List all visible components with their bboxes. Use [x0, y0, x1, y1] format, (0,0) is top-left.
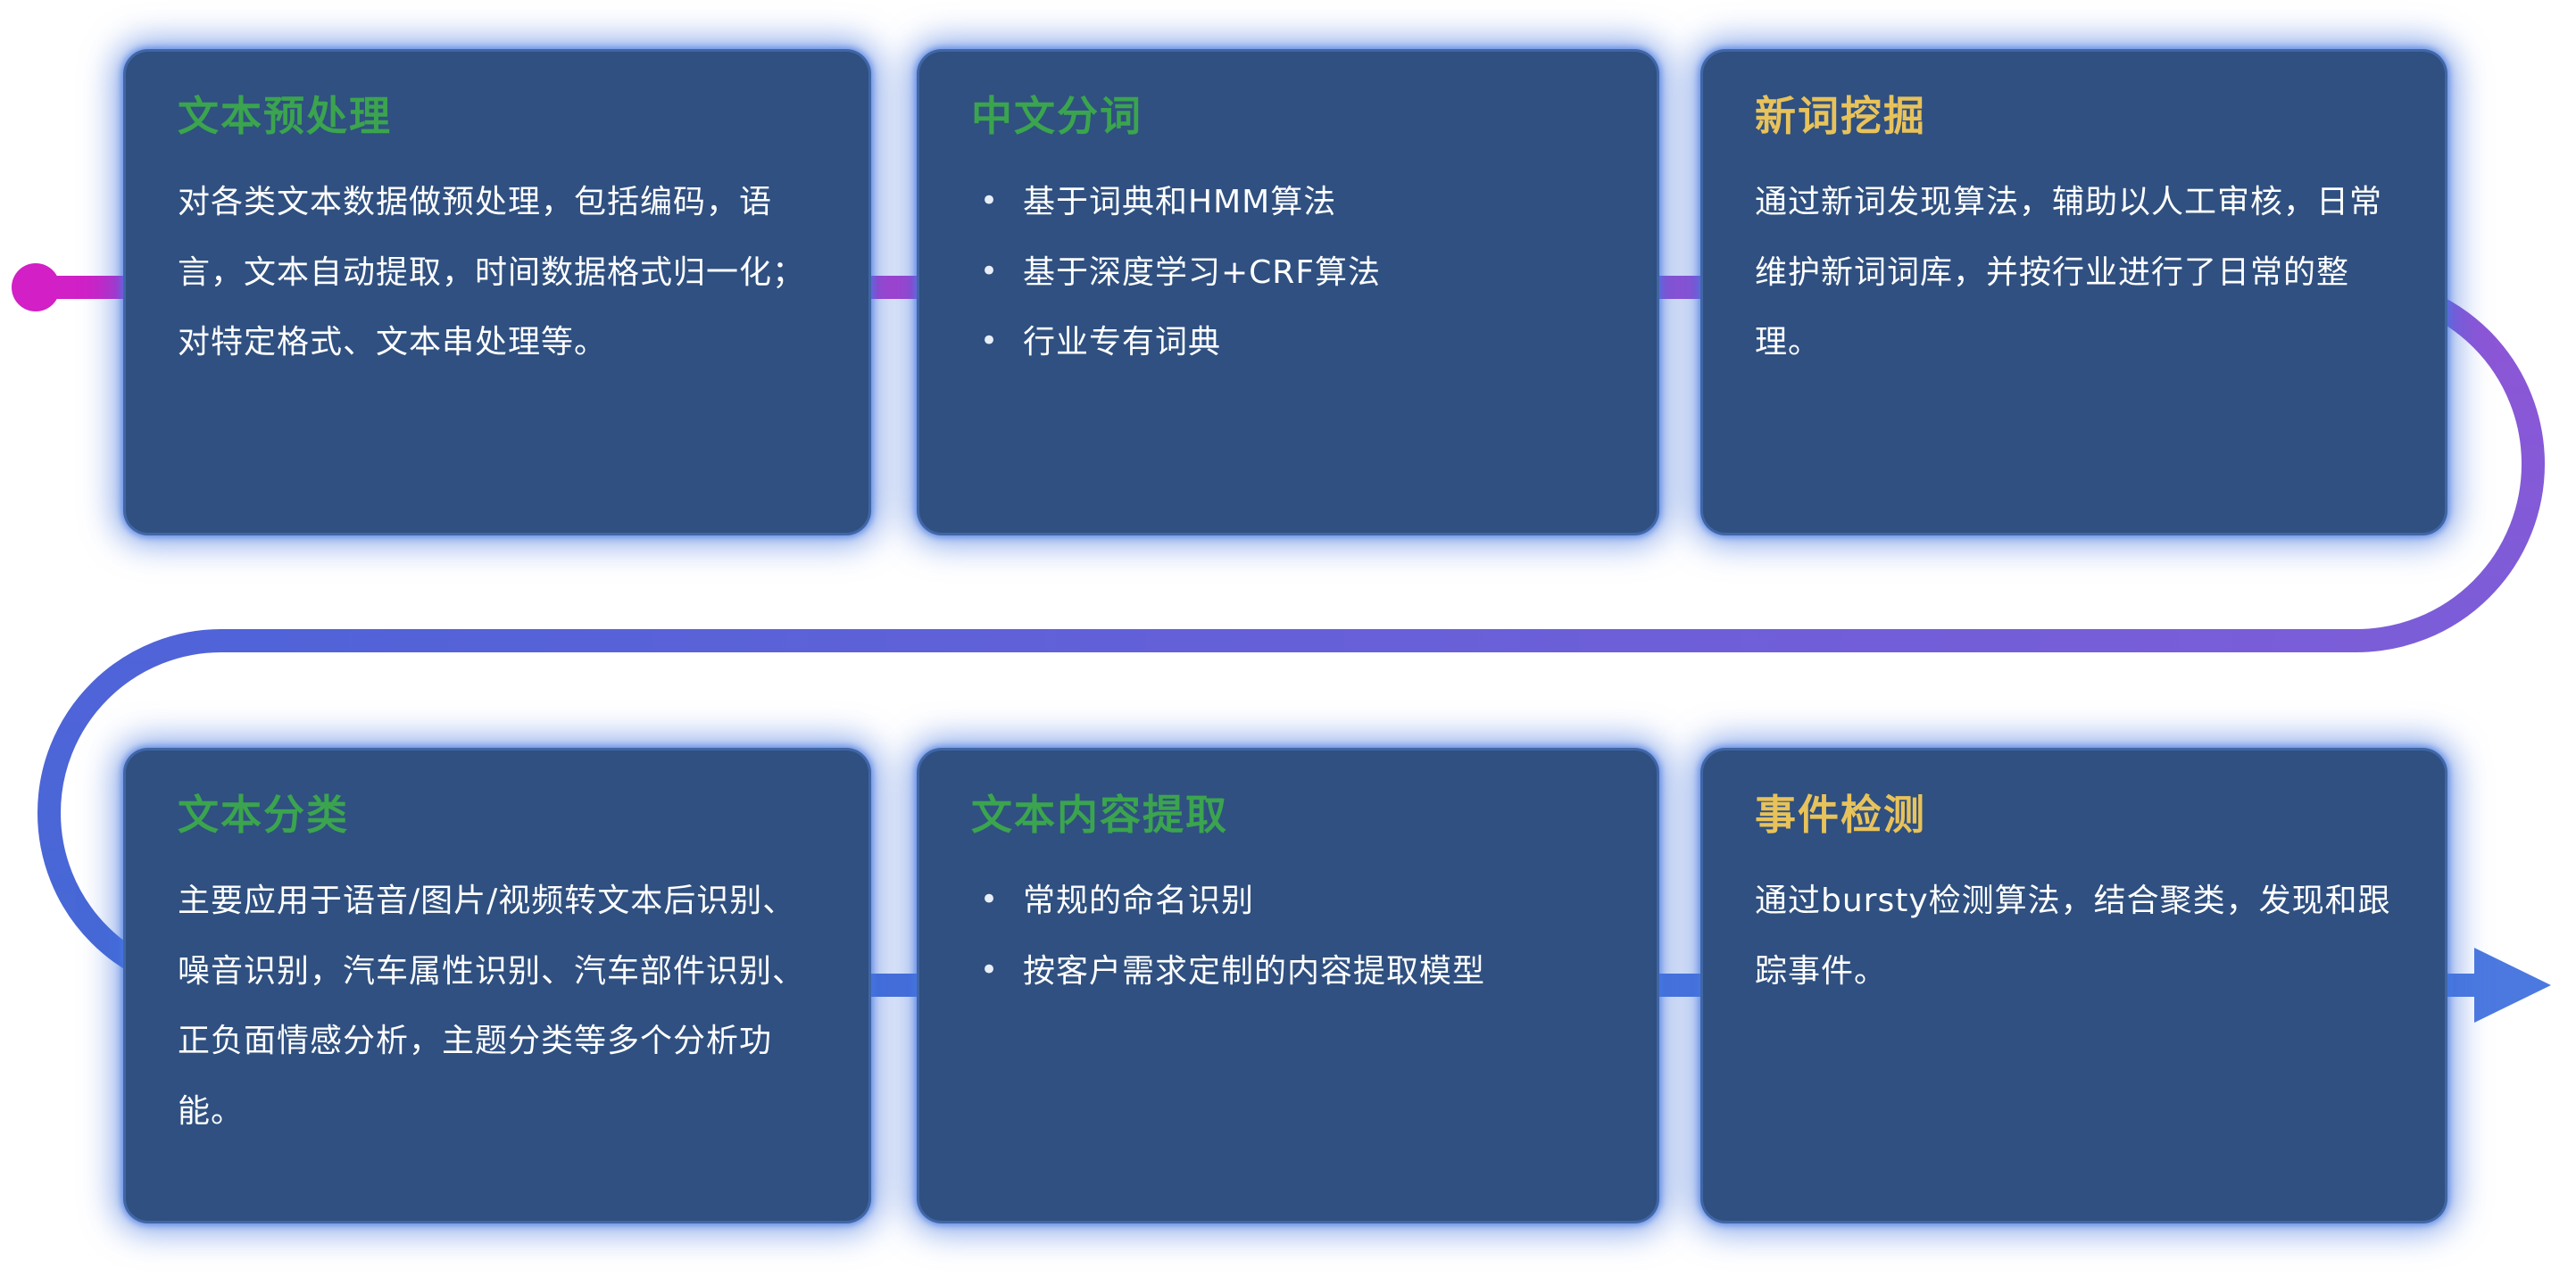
card-chinese-segmentation: 中文分词 基于词典和HMM算法 基于深度学习+CRF算法 行业专有词典	[917, 49, 1659, 535]
card-bullet-list: 基于词典和HMM算法 基于深度学习+CRF算法 行业专有词典	[971, 168, 1605, 377]
card-text-classification: 文本分类 主要应用于语音/图片/视频转文本后识别、噪音识别，汽车属性识别、汽车部…	[123, 748, 871, 1223]
card-title: 中文分词	[971, 92, 1143, 140]
card-bullet-list: 常规的命名识别 按客户需求定制的内容提取模型	[971, 867, 1605, 1007]
card-title: 事件检测	[1755, 791, 1926, 839]
card-body: 对各类文本数据做预处理，包括编码，语言，文本自动提取，时间数据格式归一化；对特定…	[178, 184, 806, 361]
card-title: 文本预处理	[178, 92, 392, 140]
bullet-item: 基于深度学习+CRF算法	[971, 238, 1605, 308]
card-new-word-mining: 新词挖掘 通过新词发现算法，辅助以人工审核，日常维护新词词库，并按行业进行了日常…	[1700, 49, 2447, 535]
flow-arrowhead-icon	[2474, 948, 2551, 1023]
bullet-item: 常规的命名识别	[971, 867, 1605, 936]
card-text-preprocessing: 文本预处理 对各类文本数据做预处理，包括编码，语言，文本自动提取，时间数据格式归…	[123, 49, 871, 535]
card-body: 通过新词发现算法，辅助以人工审核，日常维护新词词库，并按行业进行了日常的整理。	[1755, 184, 2383, 361]
card-title: 文本分类	[178, 791, 349, 839]
card-text-content-extraction: 文本内容提取 常规的命名识别 按客户需求定制的内容提取模型	[917, 748, 1659, 1223]
bullet-item: 行业专有词典	[971, 308, 1605, 377]
card-title: 文本内容提取	[971, 791, 1228, 839]
card-body: 主要应用于语音/图片/视频转文本后识别、噪音识别，汽车属性识别、汽车部件识别、正…	[178, 883, 806, 1130]
bullet-item: 基于词典和HMM算法	[971, 168, 1605, 237]
card-body: 通过bursty检测算法，结合聚类，发现和跟踪事件。	[1755, 883, 2391, 990]
bullet-item: 按客户需求定制的内容提取模型	[971, 937, 1605, 1007]
card-title: 新词挖掘	[1755, 92, 1926, 140]
card-event-detection: 事件检测 通过bursty检测算法，结合聚类，发现和跟踪事件。	[1700, 748, 2447, 1223]
